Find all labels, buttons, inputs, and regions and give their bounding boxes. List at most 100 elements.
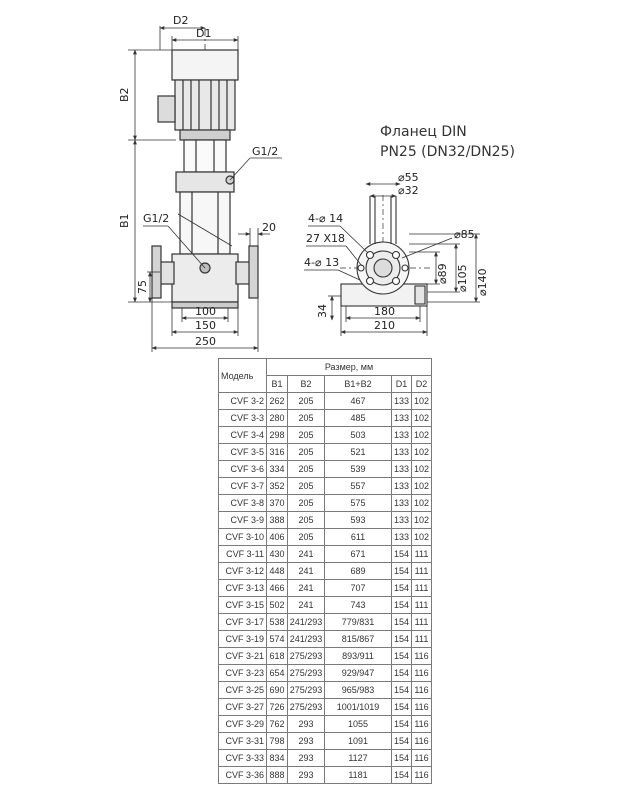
cell-d1: 133 <box>391 460 412 478</box>
header-size-group: Размер, мм <box>266 358 432 376</box>
cell-b2: 275/293 <box>287 664 325 682</box>
cell-model: CVF 3-9 <box>218 511 267 529</box>
cell-b1b2: 1091 <box>324 732 392 750</box>
cell-d2: 102 <box>411 528 432 546</box>
cell-d2: 116 <box>411 664 432 682</box>
cell-b1: 726 <box>266 698 288 716</box>
cell-b1: 448 <box>266 562 288 580</box>
cell-model: CVF 3-13 <box>218 579 267 597</box>
cell-d1: 133 <box>391 528 412 546</box>
cell-d2: 116 <box>411 766 432 784</box>
cell-model: CVF 3-10 <box>218 528 267 546</box>
cell-b1b2: 707 <box>324 579 392 597</box>
cell-d1: 133 <box>391 511 412 529</box>
cell-d1: 154 <box>391 545 412 563</box>
cell-model: CVF 3-36 <box>218 766 267 784</box>
cell-d1: 154 <box>391 613 412 631</box>
label-dia-32: ⌀32 <box>398 184 419 197</box>
cell-b1b2: 1127 <box>324 749 392 767</box>
cell-b2: 241/293 <box>287 613 325 631</box>
cell-b1b2: 743 <box>324 596 392 614</box>
cell-b1b2: 1055 <box>324 715 392 733</box>
cell-b1b2: 893/911 <box>324 647 392 665</box>
cell-d2: 102 <box>411 511 432 529</box>
cell-b2: 205 <box>287 426 325 444</box>
label-b1: B1 <box>118 213 131 228</box>
cell-b2: 205 <box>287 494 325 512</box>
cell-d1: 154 <box>391 698 412 716</box>
motor-top-cover <box>171 49 239 81</box>
dimension-table: Модель Размер, мм B1 B2 B1+B2 D1 D2 CVF … <box>218 358 432 784</box>
cell-d1: 133 <box>391 494 412 512</box>
cell-model: CVF 3-7 <box>218 477 267 495</box>
label-g-bottom: G1/2 <box>143 212 169 225</box>
cell-b1: 538 <box>266 613 288 631</box>
cell-b1: 762 <box>266 715 288 733</box>
cell-b1b2: 929/947 <box>324 664 392 682</box>
motor-body <box>174 79 236 131</box>
label-dim-75: 75 <box>136 280 149 294</box>
cell-d1: 154 <box>391 681 412 699</box>
cell-d2: 102 <box>411 409 432 427</box>
cell-model: CVF 3-25 <box>218 681 267 699</box>
label-4-dia-13: 4-⌀ 13 <box>304 256 339 269</box>
cell-b1b2: 779/831 <box>324 613 392 631</box>
cell-d2: 111 <box>411 630 432 648</box>
cell-d1: 154 <box>391 596 412 614</box>
cell-model: CVF 3-29 <box>218 715 267 733</box>
label-dia-89: ⌀89 <box>436 263 449 284</box>
cell-b1: 262 <box>266 392 288 410</box>
cell-d2: 111 <box>411 613 432 631</box>
cell-b1b2: 689 <box>324 562 392 580</box>
header-b1: B1 <box>266 375 288 393</box>
cell-d1: 133 <box>391 426 412 444</box>
label-dim-180: 180 <box>374 305 395 318</box>
flange-title-line2: PN25 (DN32/DN25) <box>380 144 515 160</box>
cell-b2: 205 <box>287 511 325 529</box>
cell-b1: 406 <box>266 528 288 546</box>
header-b1b2: B1+B2 <box>324 375 392 393</box>
cell-b1b2: 1181 <box>324 766 392 784</box>
cell-b1b2: 575 <box>324 494 392 512</box>
label-4-dia-14: 4-⌀ 14 <box>308 212 343 225</box>
label-d1: D1 <box>196 27 211 40</box>
cell-d1: 154 <box>391 562 412 580</box>
cell-d2: 102 <box>411 392 432 410</box>
pump-head <box>175 171 235 193</box>
cell-b1: 370 <box>266 494 288 512</box>
cell-b1: 352 <box>266 477 288 495</box>
cell-b1b2: 1001/1019 <box>324 698 392 716</box>
pump-sleeve <box>179 191 231 255</box>
label-b2: B2 <box>118 87 131 102</box>
cell-d1: 154 <box>391 647 412 665</box>
cell-model: CVF 3-33 <box>218 749 267 767</box>
cell-b1: 618 <box>266 647 288 665</box>
cell-b1: 502 <box>266 596 288 614</box>
motor-flange <box>179 129 231 141</box>
label-dim-210: 210 <box>374 319 395 332</box>
pump-dimension-drawing: D2 D1 B2 B1 G1/2 G1/2 20 75 100 150 250 <box>118 14 489 352</box>
cell-model: CVF 3-11 <box>218 545 267 563</box>
pump-side-view <box>151 28 259 310</box>
label-dia-55: ⌀55 <box>398 171 419 184</box>
cell-d1: 133 <box>391 392 412 410</box>
label-d2: D2 <box>173 14 188 27</box>
cell-b1: 888 <box>266 766 288 784</box>
cell-d1: 154 <box>391 579 412 597</box>
